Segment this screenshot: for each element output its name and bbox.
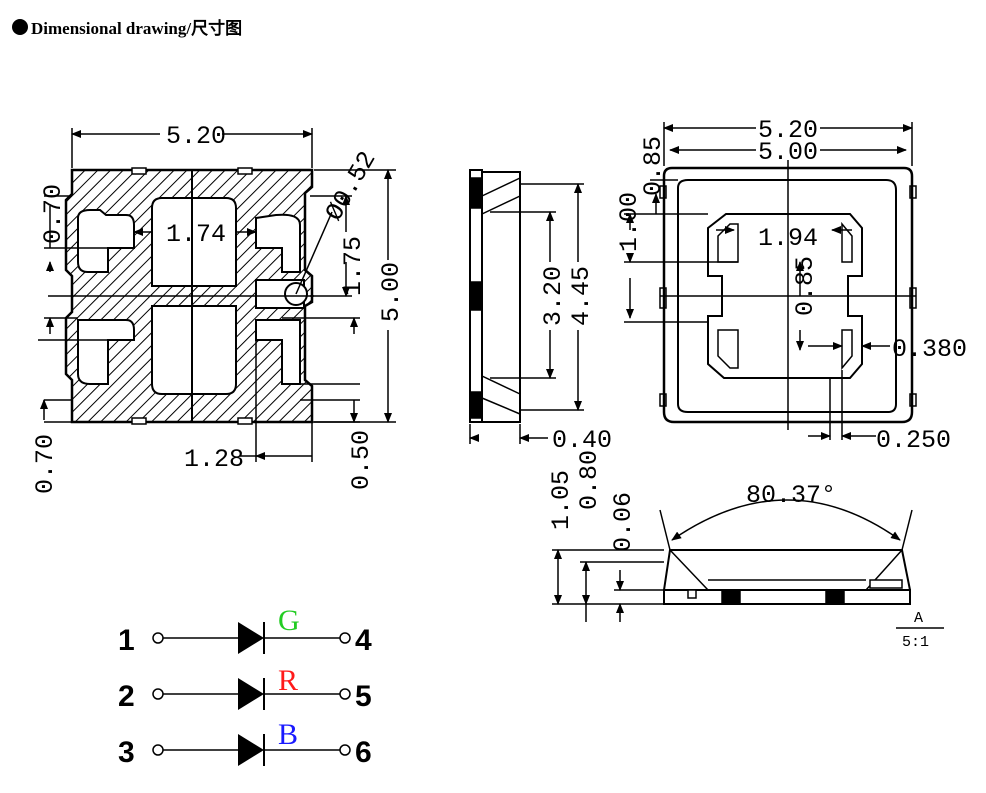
top-view (38, 128, 396, 462)
dim-top-height: 5.00 (377, 262, 406, 322)
dim-pad-height: 1.75 (339, 236, 368, 296)
detail-label: A (914, 610, 923, 627)
dim-pad-gap: 1.74 (166, 220, 226, 249)
dim-pad-notch: 0.380 (892, 335, 967, 364)
detail-scale: 5:1 (902, 634, 929, 651)
dim-bottom-gap: 1.28 (184, 445, 244, 474)
diode-b-icon (238, 734, 264, 766)
dim-pad-offset: 1.00 (615, 192, 644, 252)
diode-r-icon (238, 678, 264, 710)
dim-lip-height: 0.06 (609, 492, 638, 552)
dim-body-height: 0.80 (575, 450, 604, 510)
dim-pad-notch2: 0.250 (876, 426, 951, 455)
color-r-label: R (278, 664, 298, 697)
pin-3-label: 3 (118, 736, 135, 769)
pin-schematic: 1 4 G 2 5 R 3 (118, 604, 372, 769)
side-view (469, 169, 584, 444)
dim-total-height: 1.05 (547, 470, 576, 530)
bottom-view (624, 122, 917, 440)
dim-pad-span: 1.94 (758, 224, 818, 253)
pin-6-label: 6 (355, 736, 372, 769)
dim-side-thickness: 0.40 (552, 426, 612, 455)
dim-right-bottom: 0.50 (347, 430, 376, 490)
channel-g: 1 4 G (118, 604, 372, 657)
pin-1-label: 1 (118, 624, 135, 657)
pin-2-label: 2 (118, 680, 135, 713)
dim-side-inner: 3.20 (539, 266, 568, 326)
channel-b: 3 6 B (118, 718, 372, 769)
dim-top-width: 5.20 (166, 122, 226, 151)
diode-g-icon (238, 622, 264, 654)
dim-bottom-inner-width: 5.00 (758, 138, 818, 167)
dim-bottom-outer-width: 5.20 (758, 116, 818, 145)
pin-5-label: 5 (355, 680, 372, 713)
color-b-label: B (278, 718, 298, 751)
dim-view-angle: 80.37° (746, 481, 836, 510)
bullet-icon (12, 18, 28, 35)
dim-center-gap: 0.85 (791, 256, 820, 316)
dim-bottom-margin: 0.85 (639, 136, 668, 196)
channel-r: 2 5 R (118, 664, 372, 713)
dim-side-outer: 4.45 (567, 266, 596, 326)
dim-left-bottom: 0.70 (31, 434, 60, 494)
dim-left-top: 0.70 (39, 184, 68, 244)
pin-4-label: 4 (355, 624, 372, 657)
color-g-label: G (278, 604, 300, 637)
section-title: Dimensional drawing/尺寸图 (31, 19, 243, 38)
profile-view (552, 499, 944, 629)
dim-hole-diameter: Ø0.52 (320, 147, 383, 226)
section-header: Dimensional drawing/尺寸图 (12, 14, 242, 39)
